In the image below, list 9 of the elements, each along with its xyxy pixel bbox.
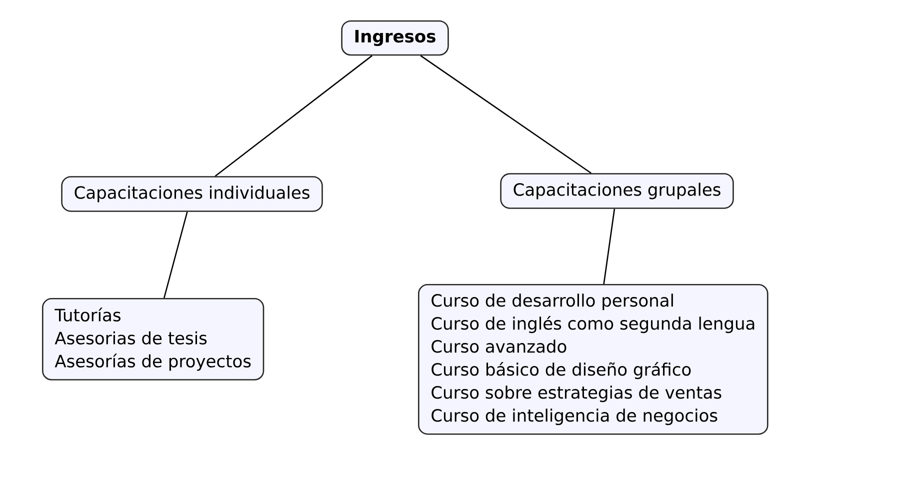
title-box: Ingresos [341, 20, 449, 56]
category-box: Capacitaciones grupales [500, 173, 734, 209]
connector-line [420, 55, 592, 174]
connector-line [603, 208, 616, 284]
connector-line [214, 55, 372, 177]
connector-line [164, 212, 188, 298]
category-box: Capacitaciones individuales [61, 176, 323, 212]
list-box: Tutorías Asesorias de tesis Asesorías de proyectos [42, 298, 264, 380]
list-box: Curso de desarrollo personal Curso de inglés como segunda lengua Curso avanzado Curso básico de diseño gráfico Curso sobre estrategias de ventas Curso de inteligencia de negocios [418, 284, 768, 435]
